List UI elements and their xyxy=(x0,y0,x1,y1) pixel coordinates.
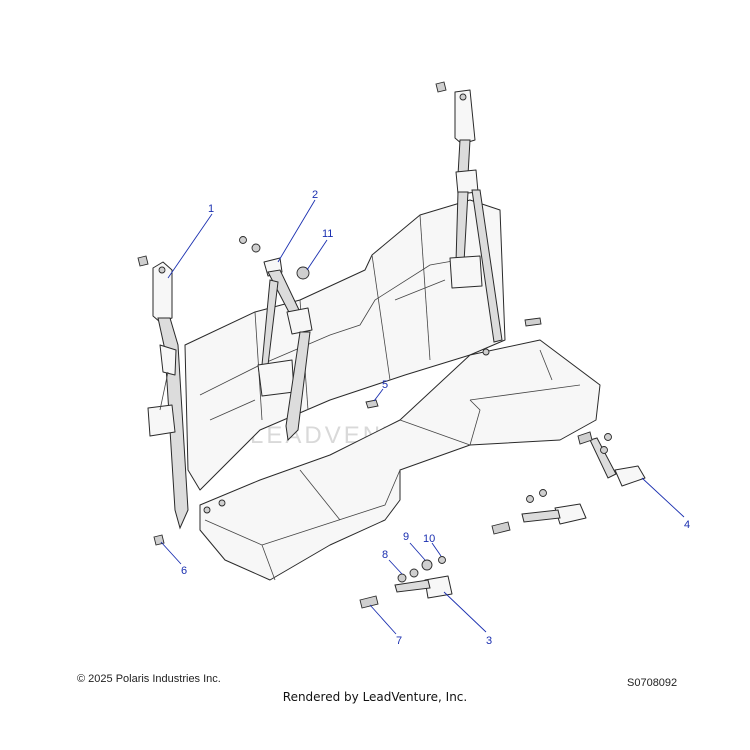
bolt-seat-front xyxy=(203,499,226,514)
callout-8[interactable]: 8 xyxy=(382,549,388,561)
seat-belt-1 xyxy=(147,261,189,530)
callout-labels: 1 2 3 4 5 6 7 8 9 10 11 xyxy=(181,189,690,647)
leader-11 xyxy=(306,239,328,271)
copyright-text: © 2025 Polaris Industries Inc. xyxy=(77,673,221,685)
leader-5 xyxy=(373,388,384,402)
cap-11 xyxy=(296,266,310,280)
bolt-upper-left xyxy=(137,255,149,267)
seat-belt-2 xyxy=(257,257,313,442)
callout-5[interactable]: 5 xyxy=(382,379,388,391)
callout-6[interactable]: 6 xyxy=(181,565,187,577)
buckle-middle xyxy=(491,489,587,535)
leader-10 xyxy=(431,542,442,557)
leader-lines xyxy=(160,199,685,635)
buckle-3 xyxy=(359,575,453,609)
bolt-upper-right xyxy=(435,81,447,93)
leader-9 xyxy=(409,542,426,561)
washer-8 xyxy=(397,568,419,583)
callout-9[interactable]: 9 xyxy=(403,531,409,543)
leader-1 xyxy=(167,213,213,279)
leader-8 xyxy=(388,559,403,575)
bolt-right-side xyxy=(482,317,542,356)
buckle-4 xyxy=(577,431,646,487)
callout-10[interactable]: 10 xyxy=(423,533,435,545)
leader-2 xyxy=(277,199,316,263)
seat-belt-right xyxy=(449,89,503,343)
callout-7[interactable]: 7 xyxy=(396,635,402,647)
clip-5 xyxy=(365,399,379,409)
callout-1[interactable]: 1 xyxy=(208,203,214,215)
callout-2[interactable]: 2 xyxy=(312,189,318,201)
spacer-9 xyxy=(421,559,433,571)
leader-7 xyxy=(369,604,397,635)
nut-10 xyxy=(438,556,446,564)
callout-11[interactable]: 11 xyxy=(322,228,333,240)
leader-4 xyxy=(641,477,685,518)
drawing-id: S0708092 xyxy=(627,677,678,689)
nut-washer-center xyxy=(239,236,261,253)
callout-4[interactable]: 4 xyxy=(684,519,690,531)
leader-6 xyxy=(160,541,182,565)
seat-cushion xyxy=(199,339,601,581)
leader-3 xyxy=(443,591,487,633)
callout-3[interactable]: 3 xyxy=(486,635,492,647)
rendered-by-text: Rendered by LeadVenture, Inc. xyxy=(282,690,468,704)
